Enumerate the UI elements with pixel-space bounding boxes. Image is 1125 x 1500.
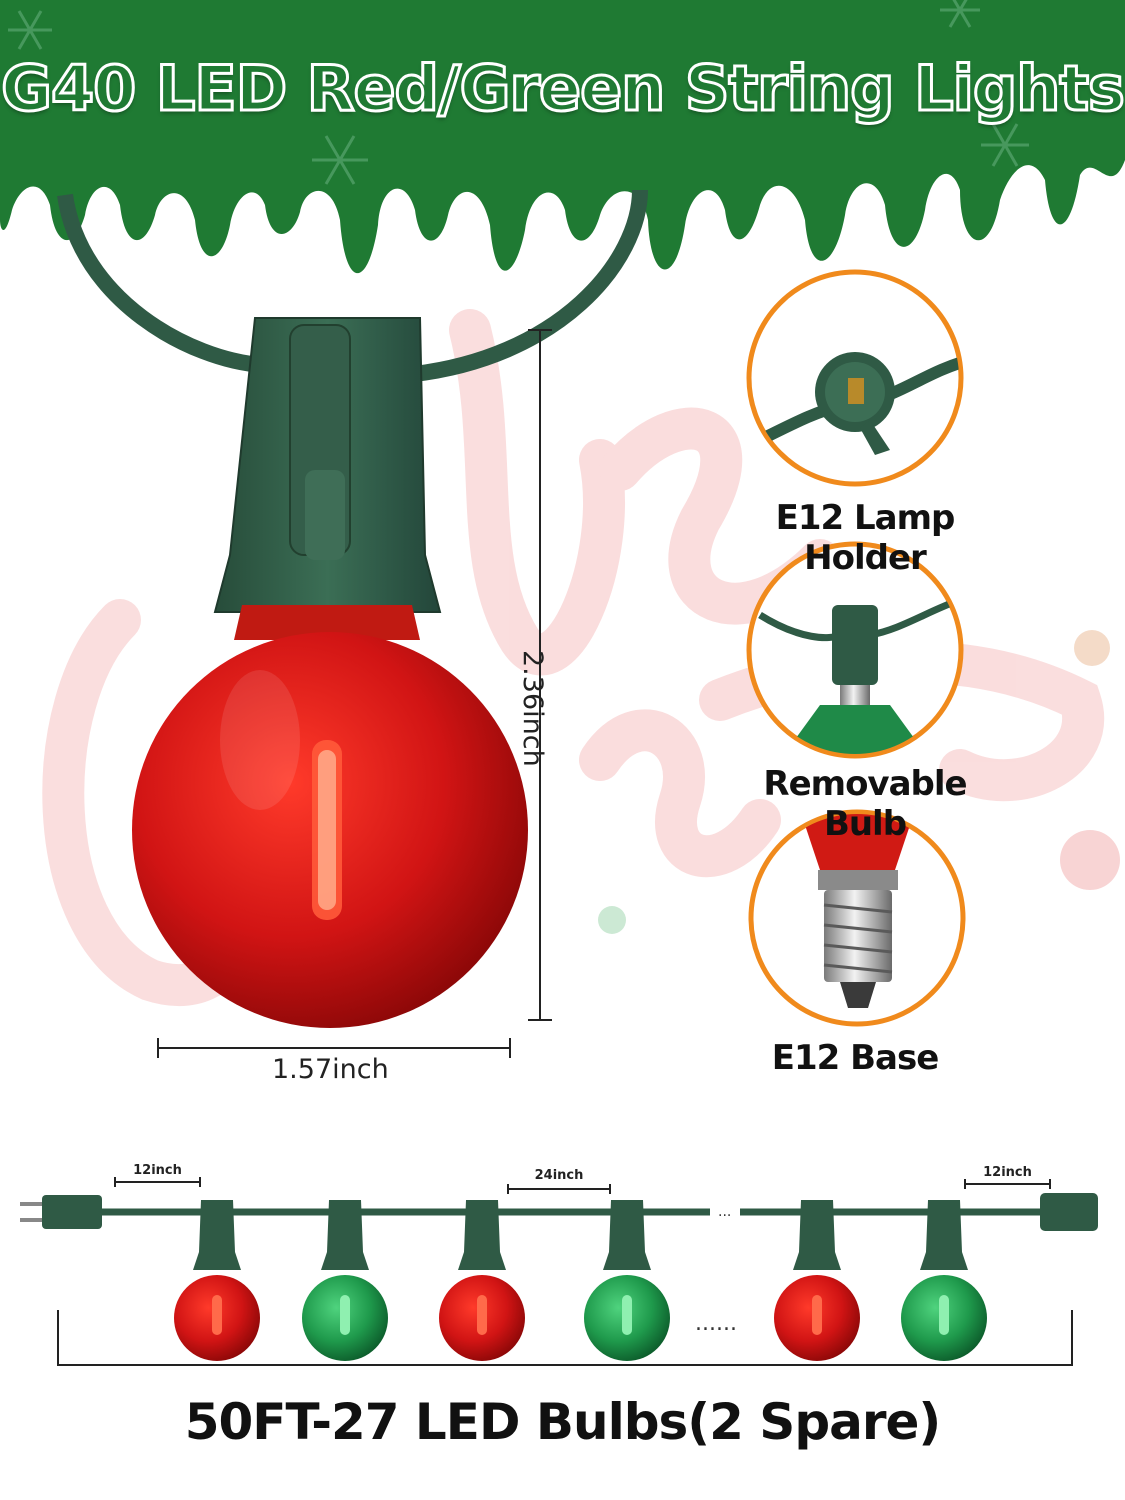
snowflake-decorations — [8, 0, 1029, 185]
tail-length-label: 12inch — [983, 1165, 1032, 1180]
string-bulb-red — [774, 1200, 860, 1361]
feature-circle-3 — [748, 809, 966, 1027]
string-bulb-green — [302, 1200, 388, 1361]
width-dimension-line — [157, 1038, 511, 1058]
string-bulb-green — [901, 1200, 987, 1361]
height-label: 2.36inch — [517, 650, 548, 767]
big-red-bulb — [132, 605, 528, 1028]
page-title: G40 LED Red/Green String Lights — [0, 51, 1125, 127]
feature-circle-2 — [746, 541, 964, 759]
height-dimension-line — [528, 329, 552, 1021]
spacing-label: 24inch — [534, 1168, 584, 1183]
bottom-caption: 50FT-27 LED Bulbs(2 Spare) — [184, 1393, 942, 1451]
svg-text:...: ... — [718, 1204, 731, 1220]
big-socket — [213, 317, 442, 613]
string-bulb-green — [584, 1200, 670, 1361]
lead-length-label: 12inch — [133, 1163, 182, 1178]
feature-label-removable-bulb: Removable Bulb — [763, 764, 967, 844]
bulb-row — [174, 1200, 987, 1361]
feature-label-e12-base: E12 Base — [771, 1038, 940, 1078]
green-drip-banner — [0, 0, 1125, 274]
width-label: 1.57inch — [272, 1054, 389, 1085]
svg-text:......: ...... — [695, 1311, 737, 1336]
string-bulb-red — [439, 1200, 525, 1361]
main-wire — [57, 193, 263, 373]
string-bulb-red — [174, 1200, 260, 1361]
feature-circle-1 — [746, 269, 964, 487]
feature-label-lamp-holder: E12 Lamp Holder — [775, 498, 956, 578]
